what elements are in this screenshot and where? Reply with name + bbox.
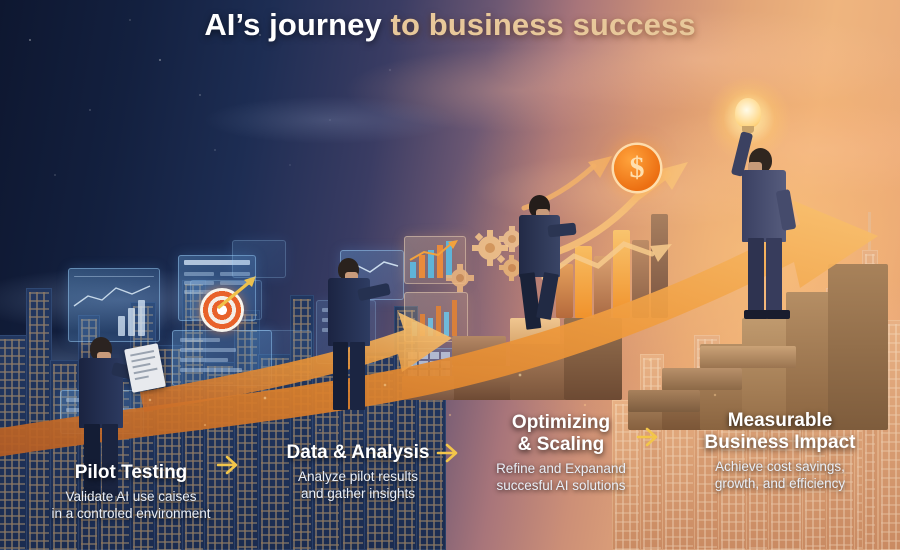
step-2-title: Data & Analysis bbox=[286, 442, 430, 463]
lightbulb-base bbox=[742, 126, 754, 133]
step-3-optimizing-scaling[interactable]: Optimizing & Scaling Refine and Expanand… bbox=[458, 412, 664, 494]
step-2-description: Analyze pilot results and gather insight… bbox=[297, 469, 419, 501]
step-3-description: Refine and Expanand succesful AI solutio… bbox=[496, 461, 626, 493]
step-1-description: Validate AI use caises in a controled en… bbox=[51, 489, 211, 521]
title-part-gold: to business success bbox=[390, 7, 696, 42]
lightbulb-icon bbox=[735, 98, 761, 128]
connector-arrow-1 bbox=[216, 455, 238, 475]
step-3-title: Optimizing & Scaling bbox=[511, 412, 611, 455]
step-1-pilot-testing[interactable]: Pilot Testing Validate AI use caises in … bbox=[0, 462, 262, 522]
step-4-description: Achieve cost savings, growth, and effici… bbox=[714, 459, 846, 491]
connector-arrow-3 bbox=[636, 427, 658, 447]
step-4-measurable-business-impact[interactable]: Measurable Business Impact Achieve cost … bbox=[660, 410, 900, 492]
page-title: AI’s journey to business success bbox=[0, 7, 900, 43]
title-part-white: AI’s journey bbox=[204, 7, 391, 42]
step-1-title: Pilot Testing bbox=[74, 462, 188, 483]
connector-arrow-2 bbox=[436, 443, 458, 463]
step-4-title: Measurable Business Impact bbox=[704, 410, 856, 453]
step-2-data-analysis[interactable]: Data & Analysis Analyze pilot results an… bbox=[248, 442, 468, 502]
